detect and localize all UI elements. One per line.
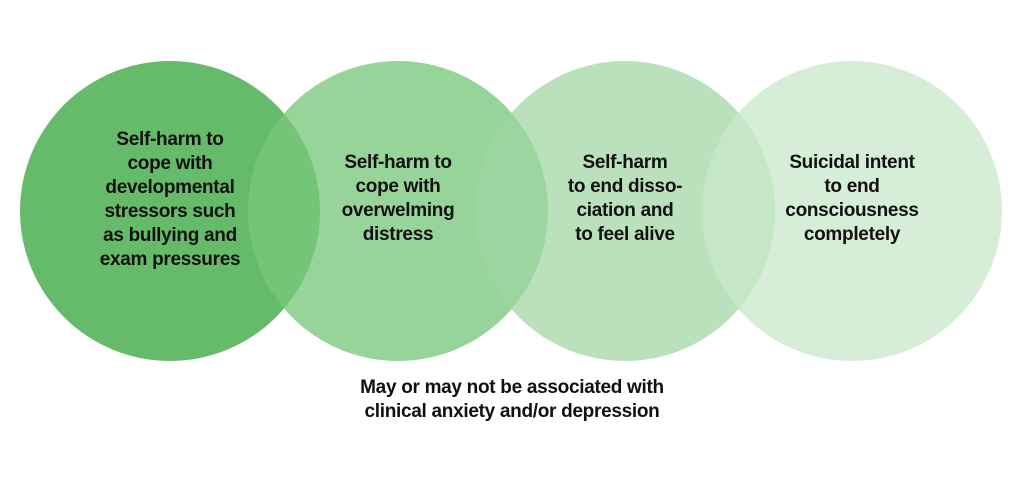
diagram-caption: May or may not be associated with clinic… bbox=[360, 377, 664, 422]
circle-label-developmental-stressors: Self-harm to cope with developmental str… bbox=[99, 129, 241, 270]
circle-label-dissociation: Self-harm to end disso- ciation and to f… bbox=[567, 152, 683, 245]
circle-label-suicidal-intent: Suicidal intent to end consciousness com… bbox=[785, 152, 919, 245]
circle-suicidal-intent bbox=[702, 61, 1002, 361]
circle-label-overwhelming-distress: Self-harm to cope with overwelming distr… bbox=[341, 152, 455, 245]
